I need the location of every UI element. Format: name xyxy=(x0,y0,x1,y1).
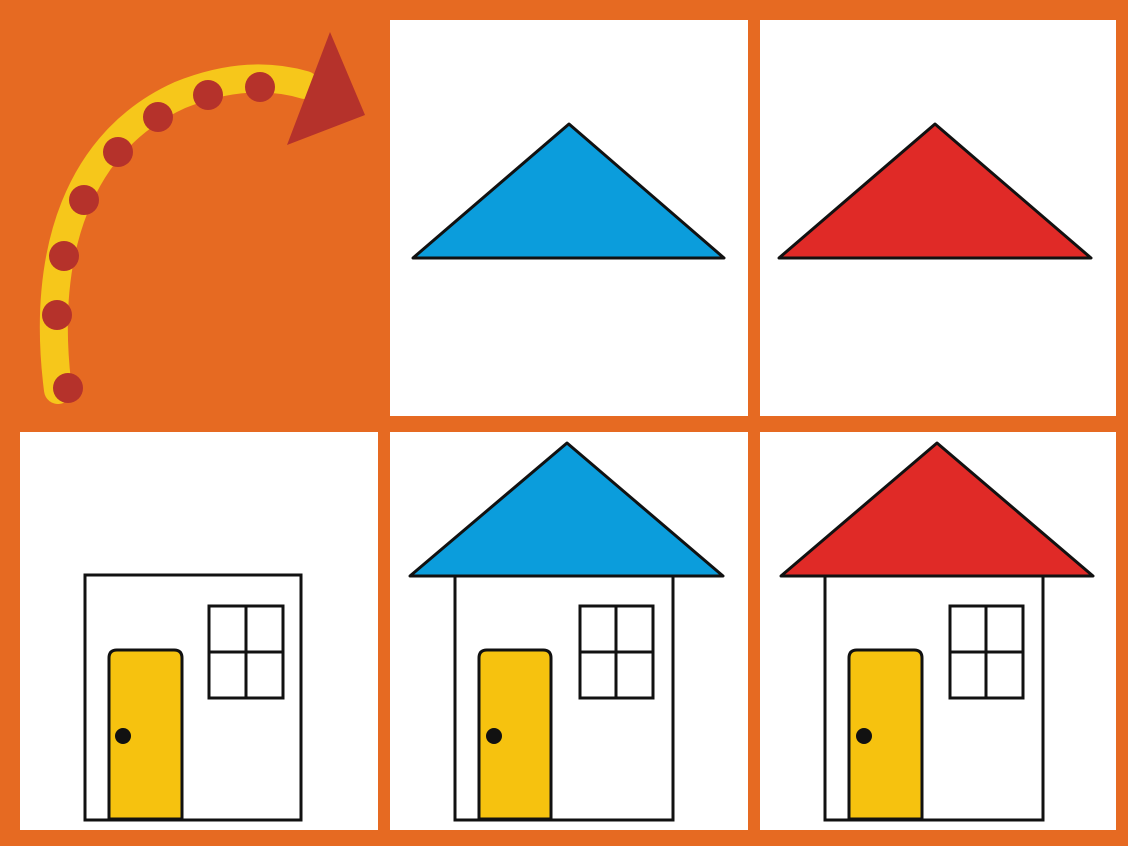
arrow-dot xyxy=(42,300,72,330)
arrow-dot xyxy=(143,102,173,132)
arrow-dot xyxy=(53,373,83,403)
arrow-dot xyxy=(193,80,223,110)
arrow-dot xyxy=(103,137,133,167)
door-knob xyxy=(856,728,872,744)
door-knob xyxy=(115,728,131,744)
door-knob xyxy=(486,728,502,744)
house-body xyxy=(85,575,301,820)
arrow-dot xyxy=(245,72,275,102)
arrow-dot xyxy=(49,241,79,271)
arrow-dot xyxy=(69,185,99,215)
